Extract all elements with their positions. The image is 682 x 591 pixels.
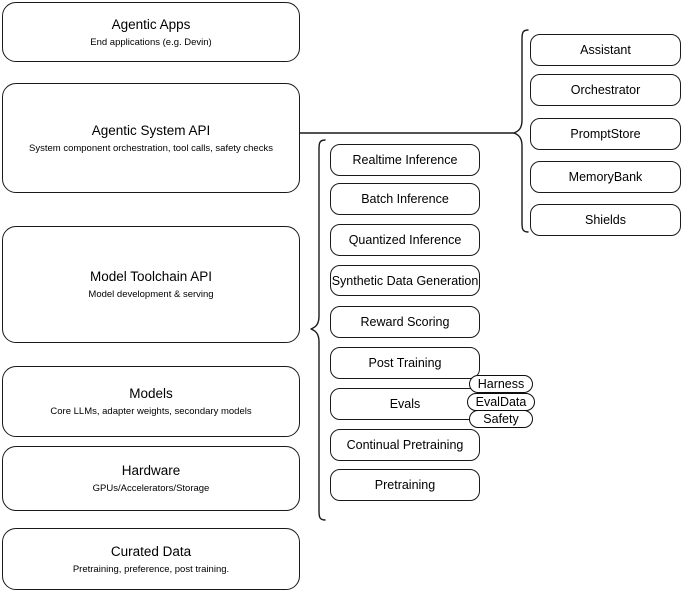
capability-evals[interactable]: Evals [330,388,480,420]
capability-label: Realtime Inference [352,153,458,167]
capability-pretraining[interactable]: Pretraining [330,469,480,501]
brace-model-toolchain-capabilities [308,138,326,524]
layer-curated-data[interactable]: Curated Data Pretraining, preference, po… [2,528,300,590]
system-component-memorybank[interactable]: MemoryBank [530,161,681,193]
capability-post-training[interactable]: Post Training [330,347,480,379]
capability-quantized-inference[interactable]: Quantized Inference [330,224,480,256]
layer-title: Agentic Apps [111,16,191,32]
capability-label: Post Training [368,356,442,370]
capability-label: Pretraining [374,478,436,492]
system-component-orchestrator[interactable]: Orchestrator [530,74,681,106]
capability-batch-inference[interactable]: Batch Inference [330,183,480,215]
layer-agentic-apps[interactable]: Agentic Apps End applications (e.g. Devi… [2,2,300,62]
layer-title: Curated Data [110,543,192,559]
system-component-label: Shields [585,213,626,227]
system-component-promptstore[interactable]: PromptStore [530,118,681,150]
layer-agentic-system-api[interactable]: Agentic System API System component orch… [2,83,300,193]
layer-hardware[interactable]: Hardware GPUs/Accelerators/Storage [2,446,300,511]
layer-title: Agentic System API [91,122,211,138]
layer-subtitle: Model development & serving [88,289,214,300]
system-component-assistant[interactable]: Assistant [530,34,681,66]
layer-subtitle: GPUs/Accelerators/Storage [92,483,210,494]
layer-title: Hardware [121,463,181,478]
layer-subtitle: Core LLMs, adapter weights, secondary mo… [50,406,252,417]
pill-label: Harness [477,377,525,391]
layer-subtitle: End applications (e.g. Devin) [90,36,212,48]
layer-subtitle: Pretraining, preference, post training. [72,563,230,575]
capability-label: Evals [389,397,421,411]
layer-title: Models [129,386,173,401]
layer-subtitle: System component orchestration, tool cal… [29,142,273,154]
pill-label: EvalData [475,395,527,409]
capability-realtime-inference[interactable]: Realtime Inference [330,144,480,176]
brace-system-components [512,28,530,236]
evals-subcomponent-harness[interactable]: Harness [469,375,533,393]
layer-title: Model Toolchain API [89,269,213,284]
capability-reward-scoring[interactable]: Reward Scoring [330,306,480,338]
capability-label: Synthetic Data Generation [331,273,479,288]
system-component-label: Orchestrator [570,83,641,97]
capability-label: Continual Pretraining [346,438,464,452]
capability-synthetic-data-generation[interactable]: Synthetic Data Generation [330,265,480,296]
system-component-label: Assistant [580,43,631,57]
system-component-shields[interactable]: Shields [530,204,681,236]
system-component-label: MemoryBank [568,170,643,184]
system-component-label: PromptStore [570,127,641,141]
capability-label: Quantized Inference [348,233,462,247]
capability-continual-pretraining[interactable]: Continual Pretraining [330,429,480,461]
capability-label: Batch Inference [361,192,449,206]
pill-label: Safety [483,412,519,426]
capability-label: Reward Scoring [360,315,450,329]
layer-models[interactable]: Models Core LLMs, adapter weights, secon… [2,366,300,437]
layer-model-toolchain-api[interactable]: Model Toolchain API Model development & … [2,226,300,343]
evals-subcomponent-safety[interactable]: Safety [469,410,533,428]
evals-subcomponent-evaldata[interactable]: EvalData [467,393,535,411]
